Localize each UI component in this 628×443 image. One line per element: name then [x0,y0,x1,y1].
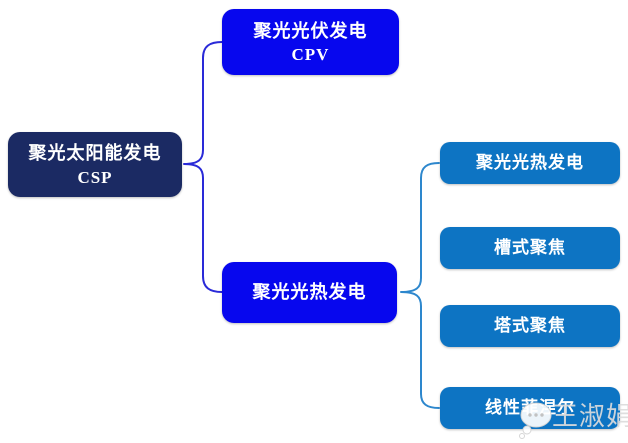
node-cpv: 聚光光伏发电 CPV [222,9,399,75]
right-bracket-connector [400,162,440,409]
node-leaf-trough: 槽式聚焦 [440,227,620,269]
node-cpv-title: 聚光光伏发电 [253,20,368,41]
node-csp-root: 聚光太阳能发电 CSP [8,132,182,197]
node-leaf-thermal: 聚光光热发电 [440,142,620,184]
node-thermal-branch: 聚光光热发电 [222,262,397,323]
node-leaf-thermal-label: 聚光光热发电 [476,152,584,172]
node-thermal-branch-title: 聚光光热发电 [252,282,367,303]
node-leaf-trough-label: 槽式聚焦 [494,237,566,257]
node-leaf-tower: 塔式聚焦 [440,305,620,347]
node-leaf-tower-label: 塔式聚焦 [494,315,566,335]
left-bracket-connector [183,41,223,293]
node-leaf-fresnel-label: 线性菲涅尔 [485,397,575,417]
node-leaf-fresnel: 线性菲涅尔 [440,387,620,429]
node-csp-root-title: 聚光太阳能发电 [28,143,162,164]
node-csp-root-subtitle: CSP [77,167,113,187]
node-cpv-subtitle: CPV [291,45,330,64]
